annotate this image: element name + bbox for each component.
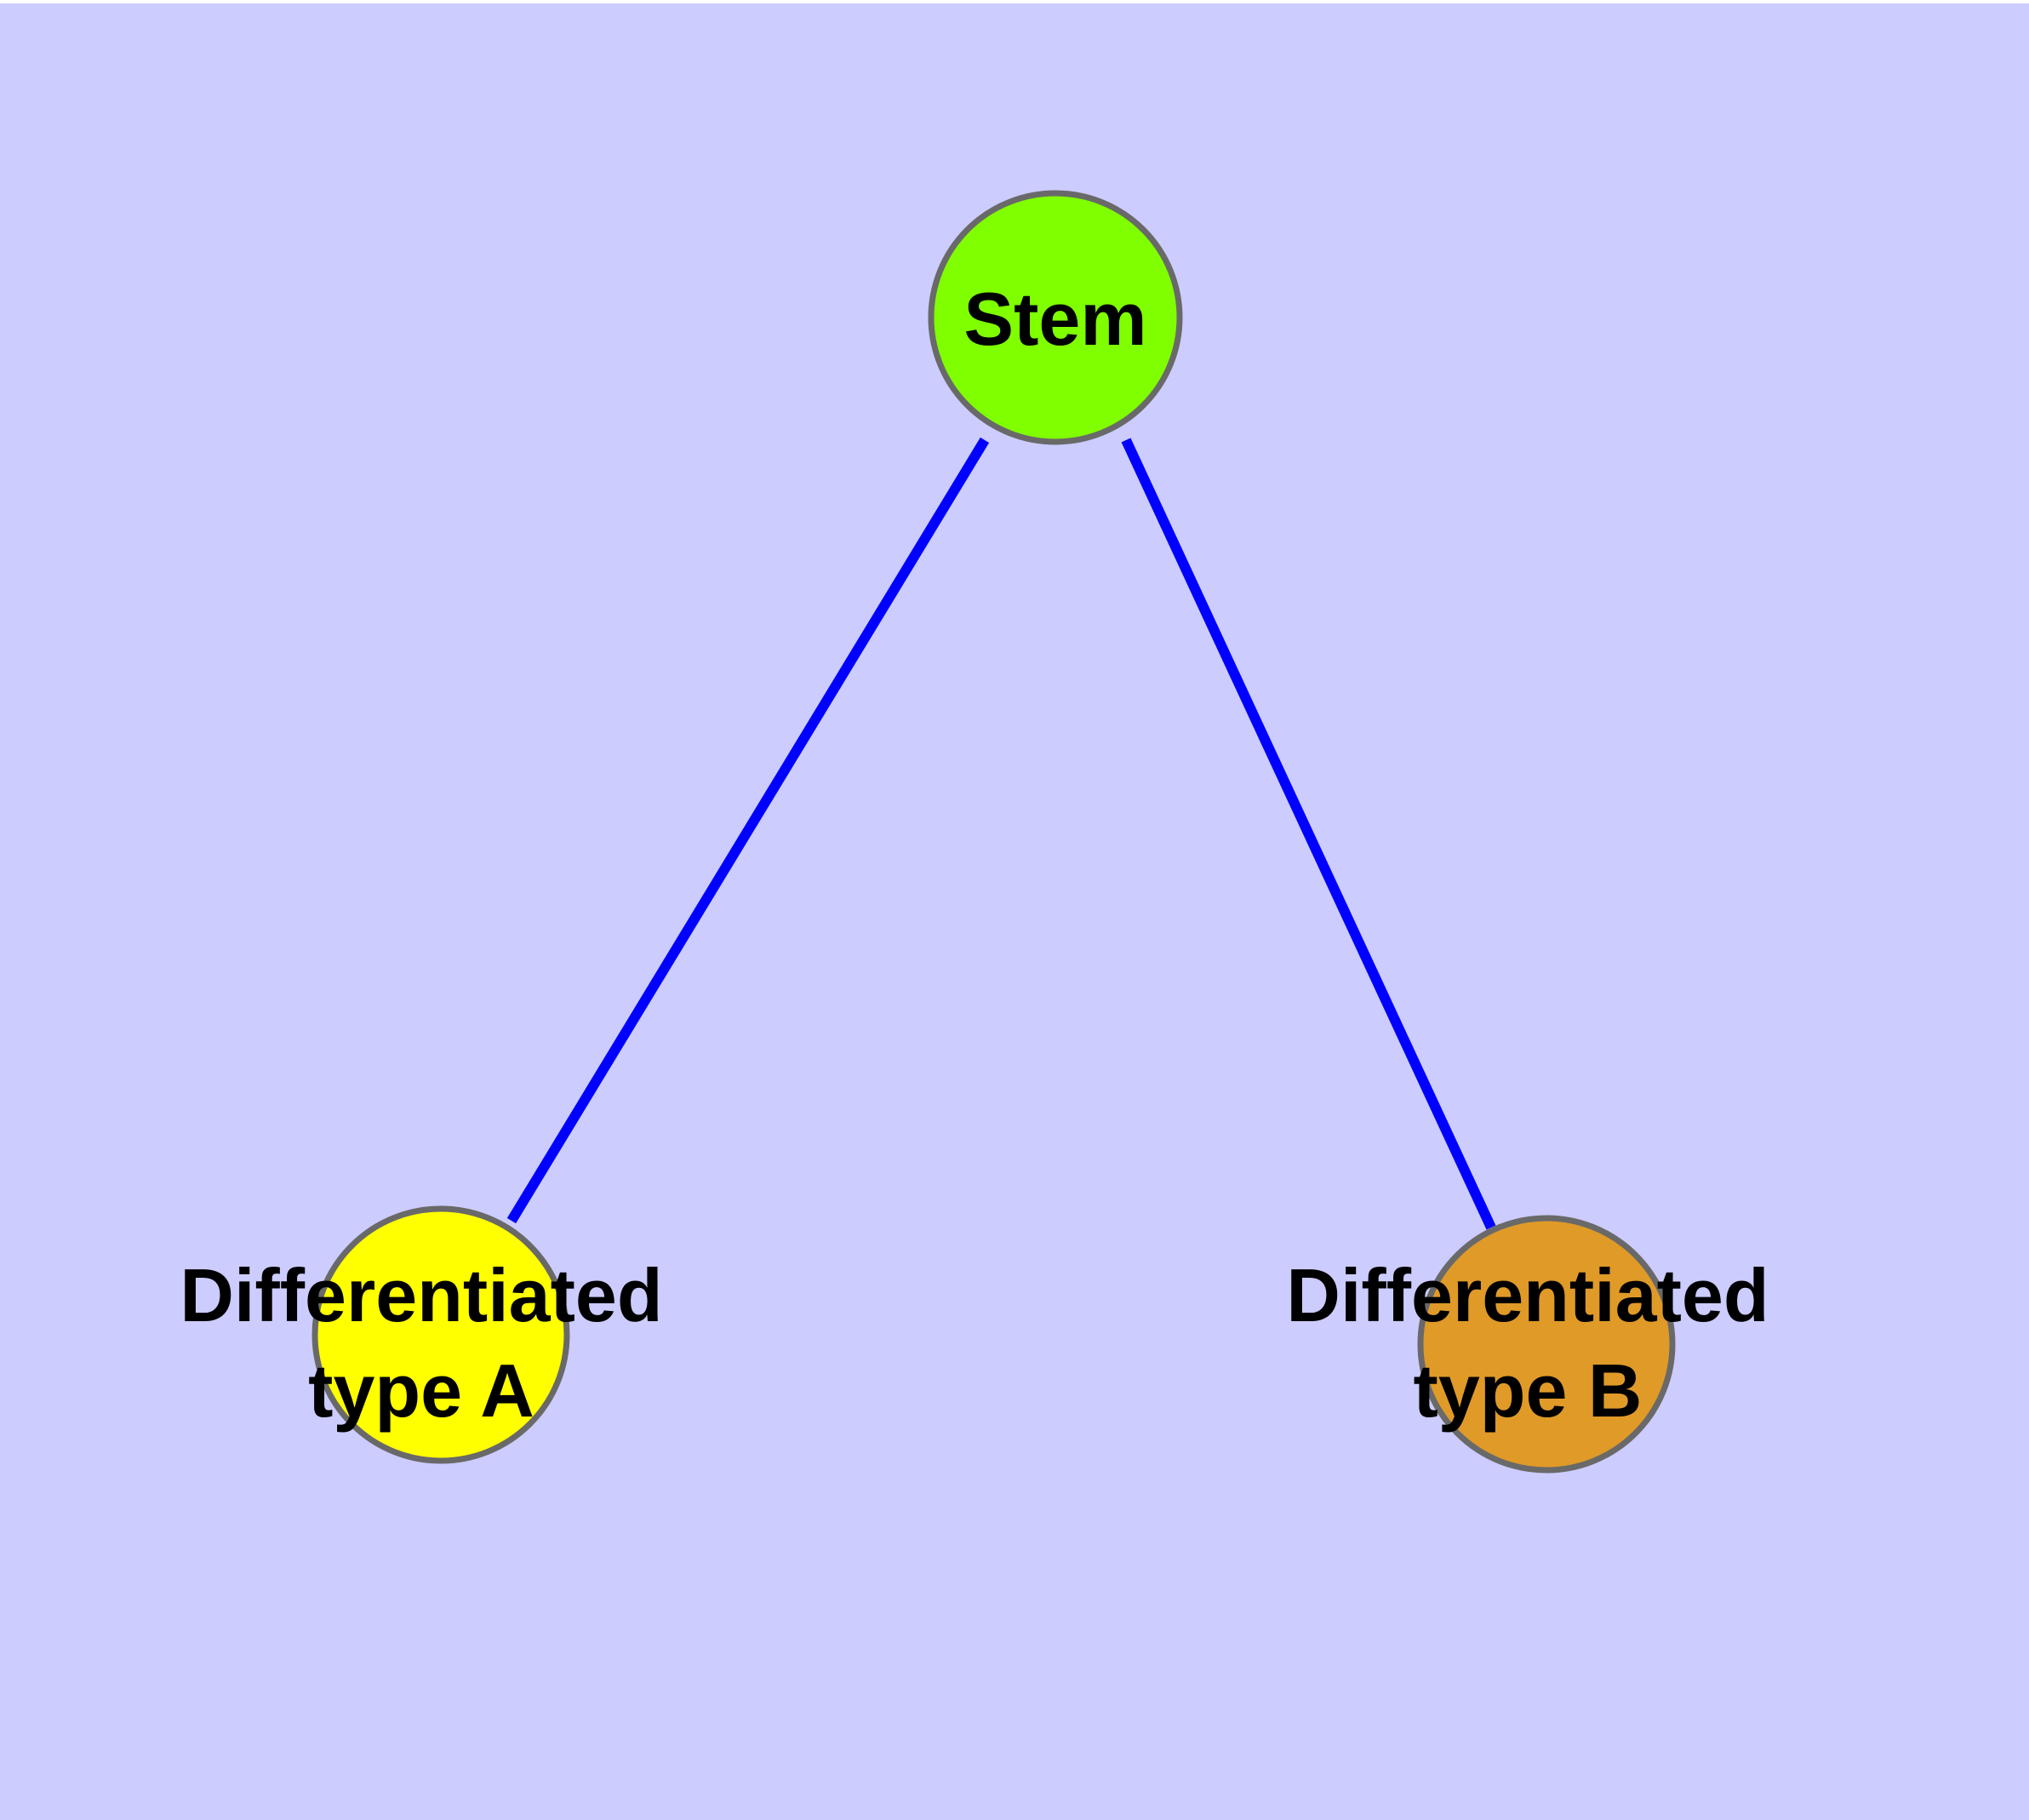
- node-stem-label: Stem: [963, 277, 1146, 361]
- node-differentiated-type-b-circle[interactable]: [1417, 1215, 1676, 1474]
- node-differentiated-type-a-label-line1: Differentiated: [180, 1253, 662, 1337]
- node-differentiated-type-a-circle[interactable]: [311, 1205, 570, 1464]
- edge-stem-to-differentiated-type-b[interactable]: [1121, 438, 1496, 1230]
- node-link-graph: Stem Differentiated type A Differentiate…: [180, 190, 1769, 1474]
- nodes-layer: [311, 190, 1676, 1474]
- node-differentiated-type-a-label-line2: type A: [308, 1348, 534, 1433]
- diagram-plot-area: Stem Differentiated type A Differentiate…: [0, 3, 2029, 1820]
- node-differentiated-type-b-label-line1: Differentiated: [1286, 1253, 1769, 1337]
- node-stem-circle[interactable]: [928, 190, 1183, 445]
- edge-stem-to-differentiated-type-a[interactable]: [506, 437, 990, 1224]
- edges-layer: [506, 437, 1496, 1230]
- labels-layer: Stem Differentiated type A Differentiate…: [180, 277, 1769, 1433]
- node-differentiated-type-b-label-line2: type B: [1414, 1348, 1643, 1433]
